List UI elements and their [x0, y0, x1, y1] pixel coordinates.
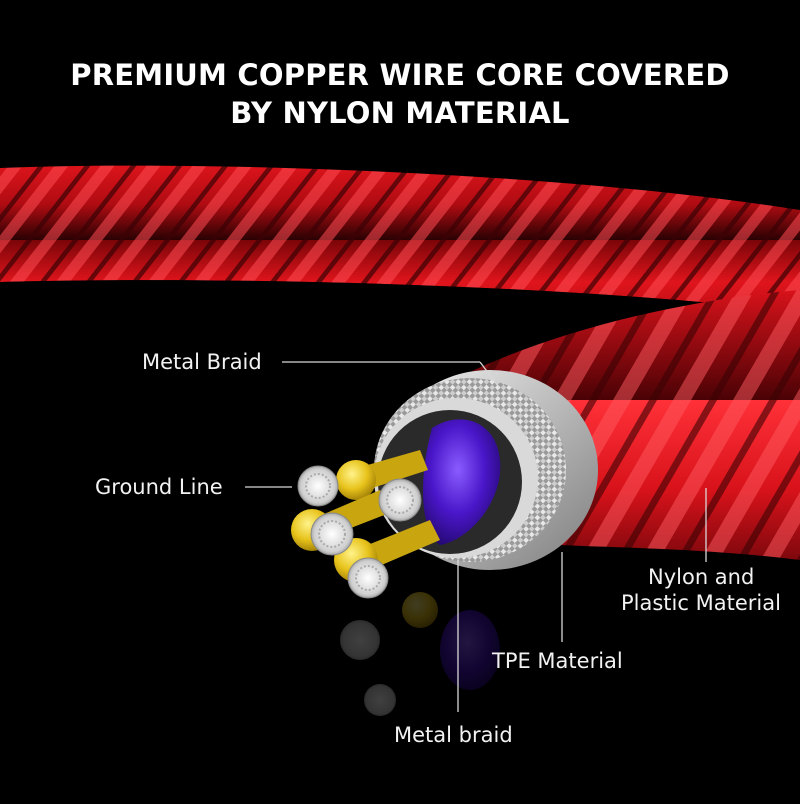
label-metal-braid-bottom: Metal braid: [394, 723, 513, 747]
headline-line-1: PREMIUM COPPER WIRE CORE COVERED: [70, 58, 730, 92]
label-nylon-line-1: Nylon and: [648, 565, 755, 589]
label-nylon-line-2: Plastic Material: [621, 591, 781, 615]
label-ground-line: Ground Line: [95, 475, 223, 499]
conductors: [291, 450, 440, 599]
label-tpe-material: TPE Material: [492, 649, 623, 673]
background-cable: [0, 165, 800, 312]
purple-core: [422, 419, 501, 545]
leader-lines: [245, 361, 707, 712]
reflection: [340, 592, 500, 716]
headline: PREMIUM COPPER WIRE CORE COVERED BY NYLO…: [0, 56, 800, 132]
label-metal-braid-top: Metal Braid: [142, 350, 262, 374]
headline-line-2: BY NYLON MATERIAL: [230, 96, 570, 130]
